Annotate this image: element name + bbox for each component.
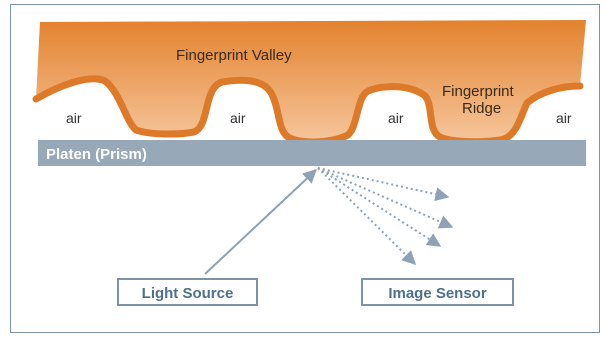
reflected-ray-4 [317,167,416,265]
incident-ray [204,169,318,275]
reflected-rays [317,167,454,265]
air-label-4: air [556,110,572,126]
platen-bar [38,140,586,166]
ridge-label-line1: Fingerprint [442,83,515,100]
platen-label: Platen (Prism) [46,146,147,163]
ridge-label-line2: Ridge [462,100,501,117]
reflected-ray-3 [317,167,442,247]
light-source-box: Light Source [117,278,258,306]
reflected-ray-1 [317,167,450,202]
air-label-3: air [388,110,404,126]
valley-label: Fingerprint Valley [176,47,292,64]
finger-shape [36,20,586,142]
air-label-2: air [230,110,246,126]
reflected-ray-2 [317,167,454,229]
diagram-frame [10,4,600,333]
image-sensor-box: Image Sensor [361,278,514,306]
air-label-1: air [66,110,82,126]
